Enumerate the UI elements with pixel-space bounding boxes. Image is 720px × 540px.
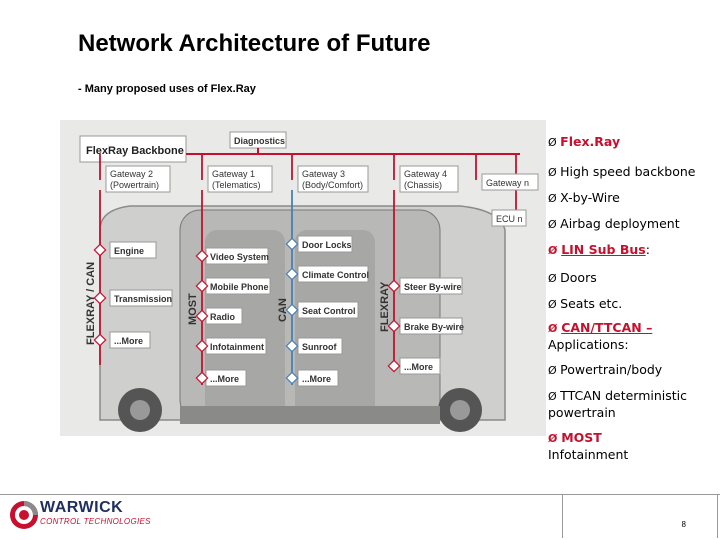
slide-title: Network Architecture of Future <box>78 30 431 57</box>
bus-can: CAN <box>277 298 289 322</box>
gateway-2-sub: (Powertrain) <box>110 180 159 190</box>
flexray-backbone: FlexRay Backbone Diagnostics <box>79 131 520 163</box>
powertrain-nodes: Engine Transmission ...More <box>109 241 173 349</box>
logo-name: WARWICK <box>40 499 124 516</box>
svg-text:Transmission: Transmission <box>114 294 172 304</box>
svg-text:Brake By-wire: Brake By-wire <box>404 322 464 332</box>
bus-flexray: FLEXRAY <box>379 281 391 332</box>
svg-text:Climate Control: Climate Control <box>302 270 369 280</box>
bus-flexray-can: FLEXRAY / CAN <box>85 262 97 345</box>
bus-labels: FLEXRAY / CAN MOST CAN FLEXRAY <box>85 262 391 345</box>
bullet-flexray: Ø Flex.Ray <box>548 134 621 149</box>
can-connectors <box>285 237 299 385</box>
bus-most: MOST <box>187 293 199 325</box>
svg-text:Steer By-wire: Steer By-wire <box>404 282 462 292</box>
bullet-airbag: Ø Airbag deployment <box>548 216 680 231</box>
svg-text:Video System: Video System <box>210 252 269 262</box>
body-nodes: Door Locks Climate Control Seat Control … <box>297 235 369 387</box>
gateway-3-sub: (Body/Comfort) <box>302 180 363 190</box>
svg-text:Infotainment: Infotainment <box>210 342 264 352</box>
svg-text:...More: ...More <box>210 374 239 384</box>
gateway-3: Gateway 3 <box>302 169 345 179</box>
svg-text:...More: ...More <box>114 336 143 346</box>
footer-divider <box>0 494 720 495</box>
bullet-lin: Ø LIN Sub Bus: <box>548 242 650 257</box>
gateway-2: Gateway 2 <box>110 169 153 179</box>
gateway-boxes: Gateway 2 (Powertrain) Gateway 1 (Telema… <box>105 165 539 227</box>
ecu-n: ECU n <box>496 214 523 224</box>
svg-text:Seat Control: Seat Control <box>302 306 356 316</box>
diagnostics-label: Diagnostics <box>234 136 285 146</box>
gateway-1: Gateway 1 <box>212 169 255 179</box>
bullet-high-speed: Ø High speed backbone <box>548 164 696 179</box>
bullet-x-by-wire: Ø X-by-Wire <box>548 190 620 205</box>
gateway-4: Gateway 4 <box>404 169 447 179</box>
gateway-4-sub: (Chassis) <box>404 180 442 190</box>
svg-text:Radio: Radio <box>210 312 236 322</box>
warwick-logo <box>10 501 38 529</box>
slide-subtitle: - Many proposed uses of Flex.Ray <box>78 83 256 95</box>
gateway-1-sub: (Telematics) <box>212 180 261 190</box>
bullet-seats: Ø Seats etc. <box>548 296 623 311</box>
logo-tagline: CONTROL TECHNOLOGIES <box>40 517 151 526</box>
network-architecture-diagram: FlexRay Backbone Diagnostics Gateway 2 (… <box>60 120 546 436</box>
bullet-most: Ø MOST Infotainment <box>548 430 629 462</box>
bus-connectors <box>93 243 401 385</box>
svg-text:...More: ...More <box>302 374 331 384</box>
bullet-powertrain-body: Ø Powertrain/body <box>548 362 663 377</box>
page-number: 8 <box>681 520 686 529</box>
svg-text:Sunroof: Sunroof <box>302 342 337 352</box>
svg-text:Door Locks: Door Locks <box>302 240 352 250</box>
infotainment-nodes: Video System Mobile Phone Radio Infotain… <box>205 247 271 387</box>
svg-text:...More: ...More <box>404 362 433 372</box>
bullet-can-ttcan: Ø CAN/TTCAN –Applications: <box>548 320 653 352</box>
backbone-label: FlexRay Backbone <box>86 145 184 157</box>
bullet-doors: Ø Doors <box>548 270 597 285</box>
svg-text:Mobile Phone: Mobile Phone <box>210 282 269 292</box>
svg-text:Engine: Engine <box>114 246 144 256</box>
gateway-n: Gateway n <box>486 178 529 188</box>
footer-page-box <box>562 494 718 538</box>
